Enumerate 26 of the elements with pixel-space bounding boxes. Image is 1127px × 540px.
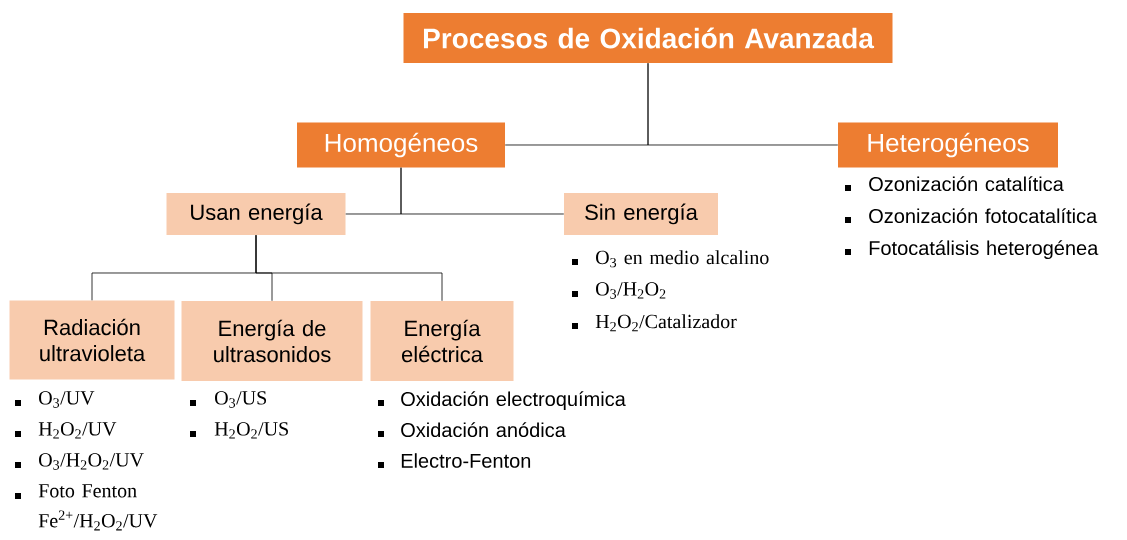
list-item: Fotocatálisis heterogénea xyxy=(869,240,1099,260)
category-box: Sin energía xyxy=(564,193,718,235)
category-box: Radiación ultravioleta xyxy=(9,300,175,380)
connector-line xyxy=(647,62,839,146)
list-item: Ozonización catalítica xyxy=(869,176,1064,192)
list-item: O$_{3}$/H$_{2}$O$_{2}$/UV xyxy=(39,453,144,470)
list-item: H$_{2}$O$_{2}$/US xyxy=(214,422,288,439)
list-item: Electro-Fenton xyxy=(401,453,531,468)
category-box: Energía de ultrasonidos xyxy=(181,301,363,381)
category-box: Energía eléctrica xyxy=(370,301,514,381)
list-item: H$_{2}$O$_{2}$/UV xyxy=(38,422,117,439)
list-item: Ozonización fotocatalítica xyxy=(869,208,1098,224)
list-item: Foto Fenton Fe$^{2+}$/H$_{2}$O$_{2}$/UV xyxy=(38,484,158,531)
connector-line xyxy=(400,167,565,215)
list-item: O$_{3}$/UV xyxy=(39,391,95,408)
list-item: O$_{3}$/H$_{2}$O$_{2}$ xyxy=(596,282,666,299)
category-box: Procesos de Oxidación Avanzada xyxy=(403,13,893,63)
category-box: Homogéneos xyxy=(297,122,505,168)
category-box: Usan energía xyxy=(166,193,346,235)
list-item: O$_{3}$ en medio alcalino xyxy=(596,250,769,268)
category-box: Heterogéneos xyxy=(838,122,1058,168)
connector-line xyxy=(255,234,443,302)
list-item: Oxidación anódica xyxy=(401,422,566,438)
list-item: O$_{3}$/US xyxy=(215,391,267,408)
list-item: Oxidación electroquímica xyxy=(401,391,626,411)
list-item: H$_{2}$O$_{2}$/Catalizador xyxy=(595,314,737,332)
